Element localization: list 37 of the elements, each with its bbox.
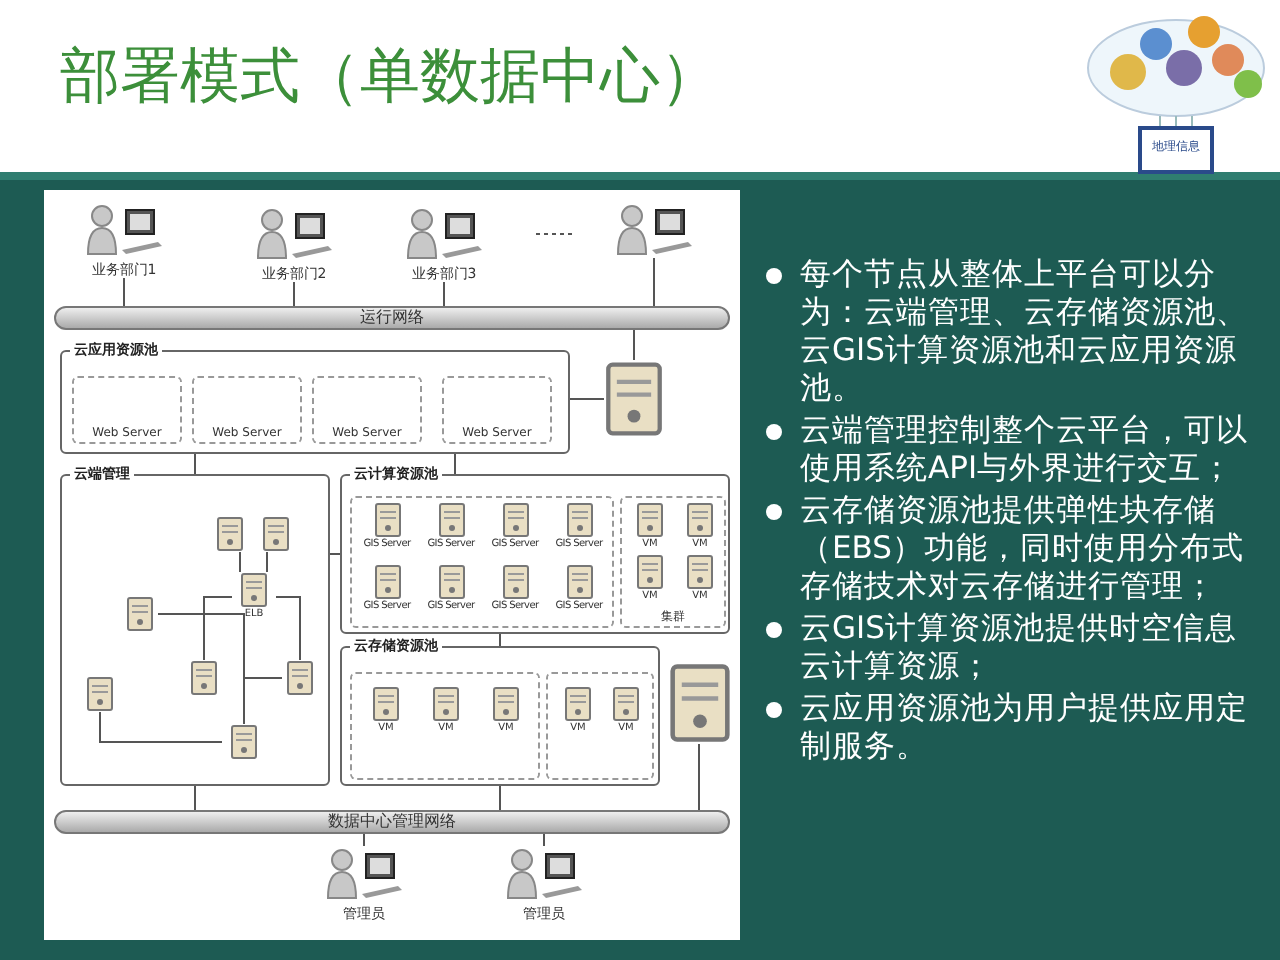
bullet-text: 每个节点从整体上平台可以分为：云端管理、云存储资源池、云GIS计算资源池和云应用资源池。 — [800, 256, 1248, 406]
group-frame — [546, 672, 654, 780]
group-frame — [350, 672, 540, 780]
group-frame — [350, 496, 614, 628]
connector-line — [157, 613, 245, 725]
bullet-text: 云GIS计算资源池提供时空信息云计算资源； — [800, 610, 1237, 684]
connector-line — [633, 329, 635, 361]
bullet-text: 云端管理控制整个云平台，可以使用系统API与外界进行交互； — [800, 412, 1248, 486]
connector-line — [99, 711, 223, 743]
connector-line — [203, 596, 233, 661]
connector-line — [363, 833, 365, 847]
connector-line — [653, 257, 655, 307]
network-bus: 运行网络 — [54, 306, 730, 330]
group-frame — [72, 376, 182, 444]
bullet-text: 云应用资源池为用户提供应用定制服务。 — [800, 690, 1248, 764]
connector-line — [239, 551, 241, 573]
connector-line — [499, 633, 501, 647]
group-frame — [312, 376, 422, 444]
connector-line — [329, 553, 341, 555]
group-frame — [192, 376, 302, 444]
connector-line — [569, 398, 605, 400]
connector-line — [443, 281, 445, 307]
connector-line — [123, 277, 125, 307]
bullet-text: 云存储资源池提供弹性块存储（EBS）功能，同时使用分布式存储技术对云存储进行管理； — [800, 492, 1244, 604]
connector-line — [266, 551, 268, 573]
connector-line — [194, 453, 196, 475]
connector-line — [499, 785, 501, 811]
connector-line — [275, 596, 301, 661]
group-frame — [620, 496, 726, 628]
connector-line — [454, 453, 456, 475]
connector-line — [543, 833, 545, 847]
group-frame — [442, 376, 552, 444]
connector-line — [293, 281, 295, 307]
slide-title: 部署模式（单数据中心） — [60, 40, 720, 116]
connector-line — [194, 785, 196, 811]
connector-line — [698, 743, 700, 811]
network-bus: 数据中心管理网络 — [54, 810, 730, 834]
